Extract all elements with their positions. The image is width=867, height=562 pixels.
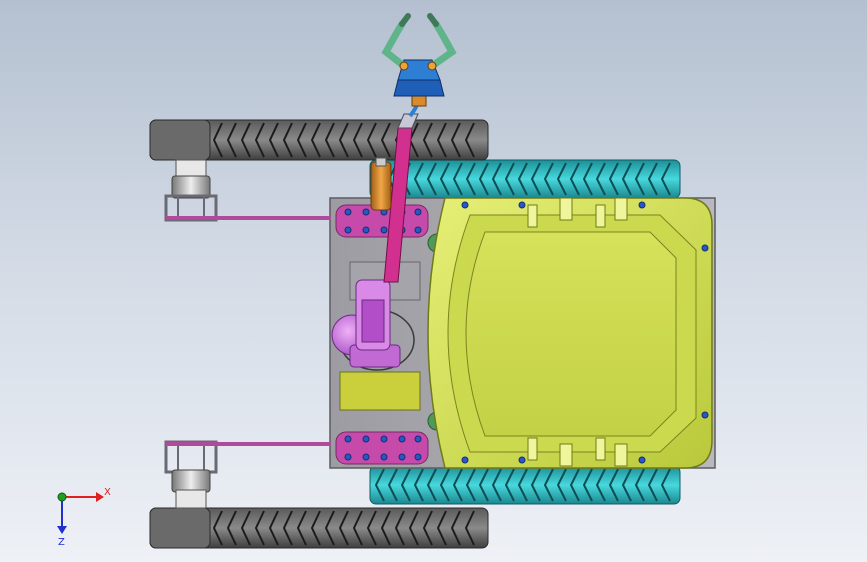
tread-chevron xyxy=(408,510,419,546)
gripper[interactable] xyxy=(381,13,457,107)
tread-chevron xyxy=(268,122,279,158)
tread-chevron xyxy=(647,468,658,502)
tread-chevron xyxy=(366,122,377,158)
tread-chevron xyxy=(504,162,515,196)
tread-chevron xyxy=(310,122,321,158)
upper-teal-track[interactable] xyxy=(369,159,681,199)
tread-chevron xyxy=(660,468,671,502)
tread-chevron xyxy=(582,162,593,196)
tread-chevron xyxy=(212,510,223,546)
tread-chevron xyxy=(556,162,567,196)
tread-chevron xyxy=(282,510,293,546)
tread-chevron xyxy=(491,468,502,502)
lower-teal-track[interactable] xyxy=(369,465,681,505)
tread-chevron xyxy=(450,122,461,158)
tread-chevron xyxy=(530,162,541,196)
tread-chevron xyxy=(660,162,671,196)
tread-chevron xyxy=(647,162,658,196)
upper-left-track[interactable] xyxy=(149,119,489,161)
tread-chevron xyxy=(556,468,567,502)
yellow-tray[interactable] xyxy=(427,197,713,469)
lower-bracket xyxy=(335,431,429,465)
tread-chevron xyxy=(569,162,580,196)
tread-chevron xyxy=(413,162,424,196)
tread-chevron xyxy=(621,468,632,502)
tread-chevron xyxy=(254,510,265,546)
tread-chevron xyxy=(450,510,461,546)
lower-left-track[interactable] xyxy=(149,507,489,549)
tread-chevron xyxy=(338,510,349,546)
tread-chevron xyxy=(634,162,645,196)
manipulator-arm[interactable] xyxy=(331,99,420,371)
tread-chevron xyxy=(296,122,307,158)
tread-chevron xyxy=(452,468,463,502)
tread-chevron xyxy=(310,510,321,546)
tread-chevron xyxy=(366,510,377,546)
tread-chevron xyxy=(212,122,223,158)
tread-chevron xyxy=(595,468,606,502)
tread-chevron xyxy=(426,162,437,196)
tread-chevron xyxy=(387,468,398,502)
tread-chevron xyxy=(240,122,251,158)
tread-chevron xyxy=(400,468,411,502)
axis-z-label: Z xyxy=(58,537,65,548)
tread-chevron xyxy=(352,510,363,546)
tread-chevron xyxy=(478,468,489,502)
tread-chevron xyxy=(394,510,405,546)
tread-chevron xyxy=(296,510,307,546)
tread-chevron xyxy=(413,468,424,502)
tread-chevron xyxy=(491,162,502,196)
tread-chevron xyxy=(426,468,437,502)
tread-chevron xyxy=(608,162,619,196)
tread-chevron xyxy=(338,122,349,158)
tread-chevron xyxy=(464,122,475,158)
tread-chevron xyxy=(324,122,335,158)
tread-chevron xyxy=(621,162,632,196)
tread-chevron xyxy=(465,162,476,196)
tread-chevron xyxy=(436,510,447,546)
tread-chevron xyxy=(324,510,335,546)
tread-chevron xyxy=(439,162,450,196)
tread-chevron xyxy=(282,122,293,158)
tread-chevron xyxy=(465,468,476,502)
tread-chevron xyxy=(380,122,391,158)
tread-chevron xyxy=(464,510,475,546)
tread-chevron xyxy=(422,122,433,158)
tread-chevron xyxy=(582,468,593,502)
tread-chevron xyxy=(226,122,237,158)
tread-chevron xyxy=(240,510,251,546)
upper-drive-motor[interactable] xyxy=(164,159,331,222)
tread-chevron xyxy=(595,162,606,196)
tread-chevron xyxy=(452,162,463,196)
axis-triad: X Z xyxy=(57,487,111,548)
tread-chevron xyxy=(517,468,528,502)
lower-drive-motor[interactable] xyxy=(164,440,331,509)
axis-x-label: X xyxy=(104,487,111,498)
tread-chevron xyxy=(504,468,515,502)
tread-chevron xyxy=(380,510,391,546)
tread-chevron xyxy=(530,468,541,502)
tread-chevron xyxy=(374,468,385,502)
tread-chevron xyxy=(226,510,237,546)
tread-chevron xyxy=(608,468,619,502)
tread-chevron xyxy=(543,468,554,502)
tread-chevron xyxy=(352,122,363,158)
tread-chevron xyxy=(569,468,580,502)
tread-chevron xyxy=(422,510,433,546)
tread-chevron xyxy=(478,162,489,196)
tread-chevron xyxy=(634,468,645,502)
axis-y-dot-icon xyxy=(57,492,67,502)
tread-chevron xyxy=(543,162,554,196)
tread-chevron xyxy=(268,510,279,546)
tread-chevron xyxy=(439,468,450,502)
tread-chevron xyxy=(436,122,447,158)
tread-chevron xyxy=(517,162,528,196)
tread-chevron xyxy=(254,122,265,158)
